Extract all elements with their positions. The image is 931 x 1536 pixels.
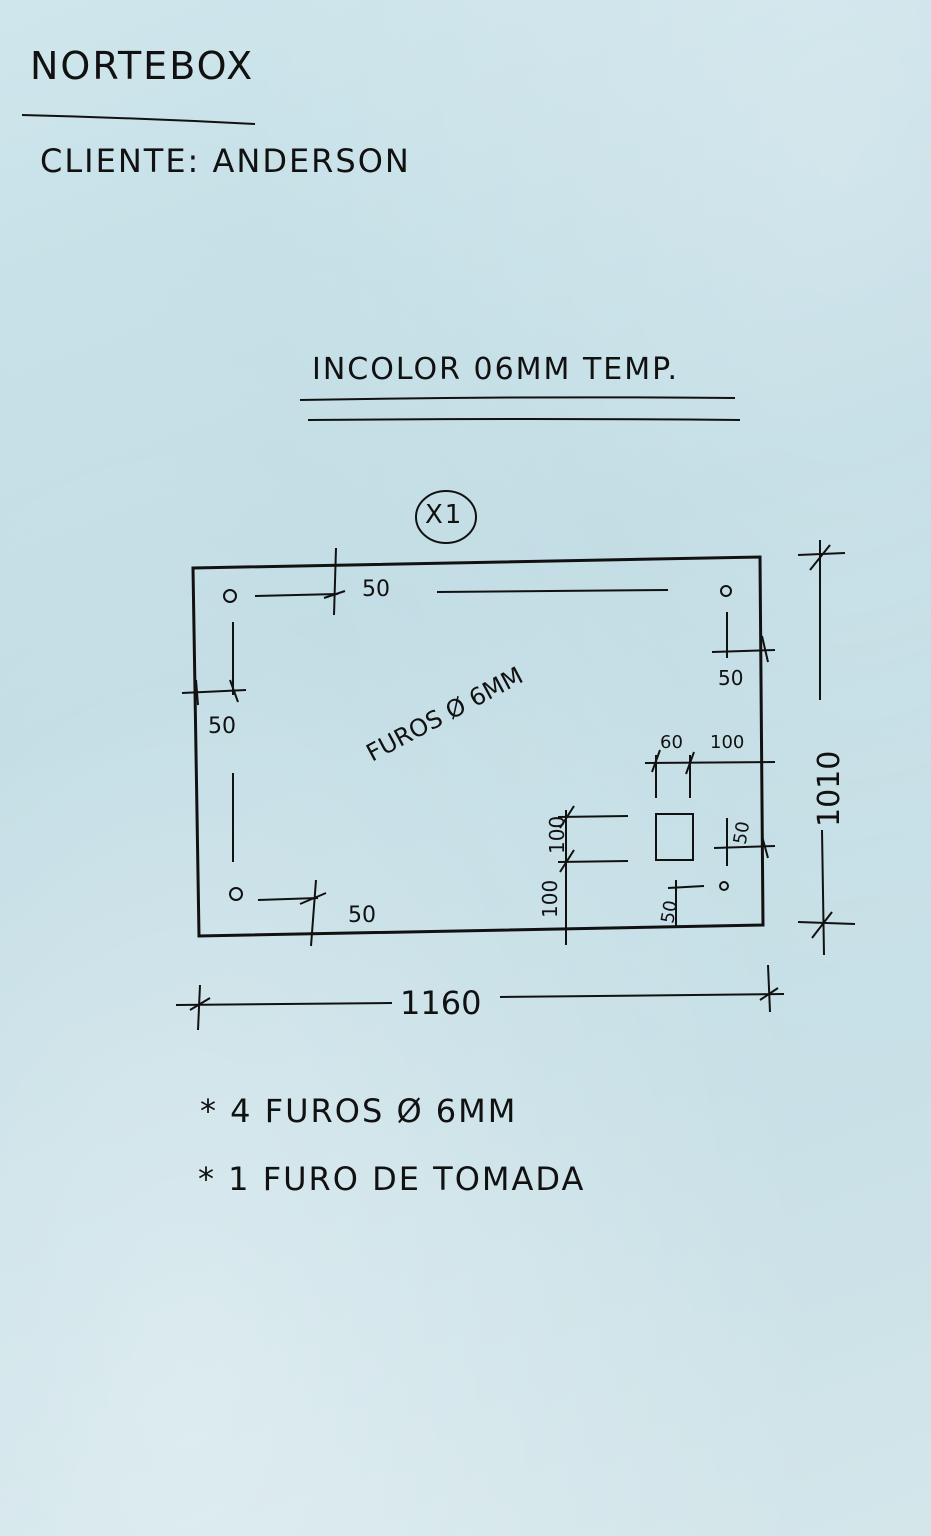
socket-cutout: [655, 813, 694, 861]
dim-socket-right-label: 50: [730, 820, 755, 846]
dim-height-label: 1010: [812, 751, 847, 827]
quantity-circle: [415, 490, 477, 544]
hole-bottom-right: [719, 881, 729, 891]
holes-label: FUROS Ø 6MM: [362, 661, 528, 767]
dim-line-top-left: [254, 593, 339, 597]
top-reference-line: [436, 589, 669, 593]
glass-underline-1: [299, 396, 736, 401]
note-holes: * 4 FUROS Ø 6MM: [200, 1092, 518, 1130]
note-socket: * 1 FURO DE TOMADA: [198, 1160, 586, 1198]
dim-line-width-left: [175, 1002, 393, 1006]
company-title: NORTEBOX: [30, 44, 255, 88]
client-name: CLIENTE: ANDERSON: [40, 142, 411, 180]
dim-socket-vertical-b: 100: [538, 880, 562, 918]
dim-tick-top-left: [333, 547, 337, 616]
glass-spec: INCOLOR 06MM TEMP.: [312, 352, 680, 387]
dim-top-left-label: 50: [362, 577, 390, 602]
quantity-label: X1: [425, 500, 464, 530]
dim-bottom-left-label: 50: [348, 903, 376, 928]
dim-socket-vertical-a: 100: [545, 816, 569, 854]
dim-line-socket-top: [644, 761, 776, 764]
glass-underline-2: [307, 418, 741, 421]
dim-top-right-label: 50: [718, 666, 743, 690]
dim-line-bottom-left: [257, 897, 319, 901]
hole-top-left: [223, 589, 237, 603]
dim-socket-spacing-b: 100: [710, 732, 744, 753]
hole-top-right: [720, 585, 732, 597]
dim-line-width-right: [499, 993, 785, 998]
dim-width-label: 1160: [400, 984, 481, 1022]
dim-socket-spacing-a: 60: [660, 732, 683, 753]
dim-tick-left: [181, 689, 247, 694]
hole-bottom-left: [229, 887, 243, 901]
dim-socket-bottom-label: 50: [657, 899, 682, 925]
panel-outline: [191, 555, 765, 938]
dim-left-label: 50: [208, 714, 236, 739]
title-underline: [21, 114, 256, 125]
dim-line-height-bottom: [821, 829, 825, 956]
